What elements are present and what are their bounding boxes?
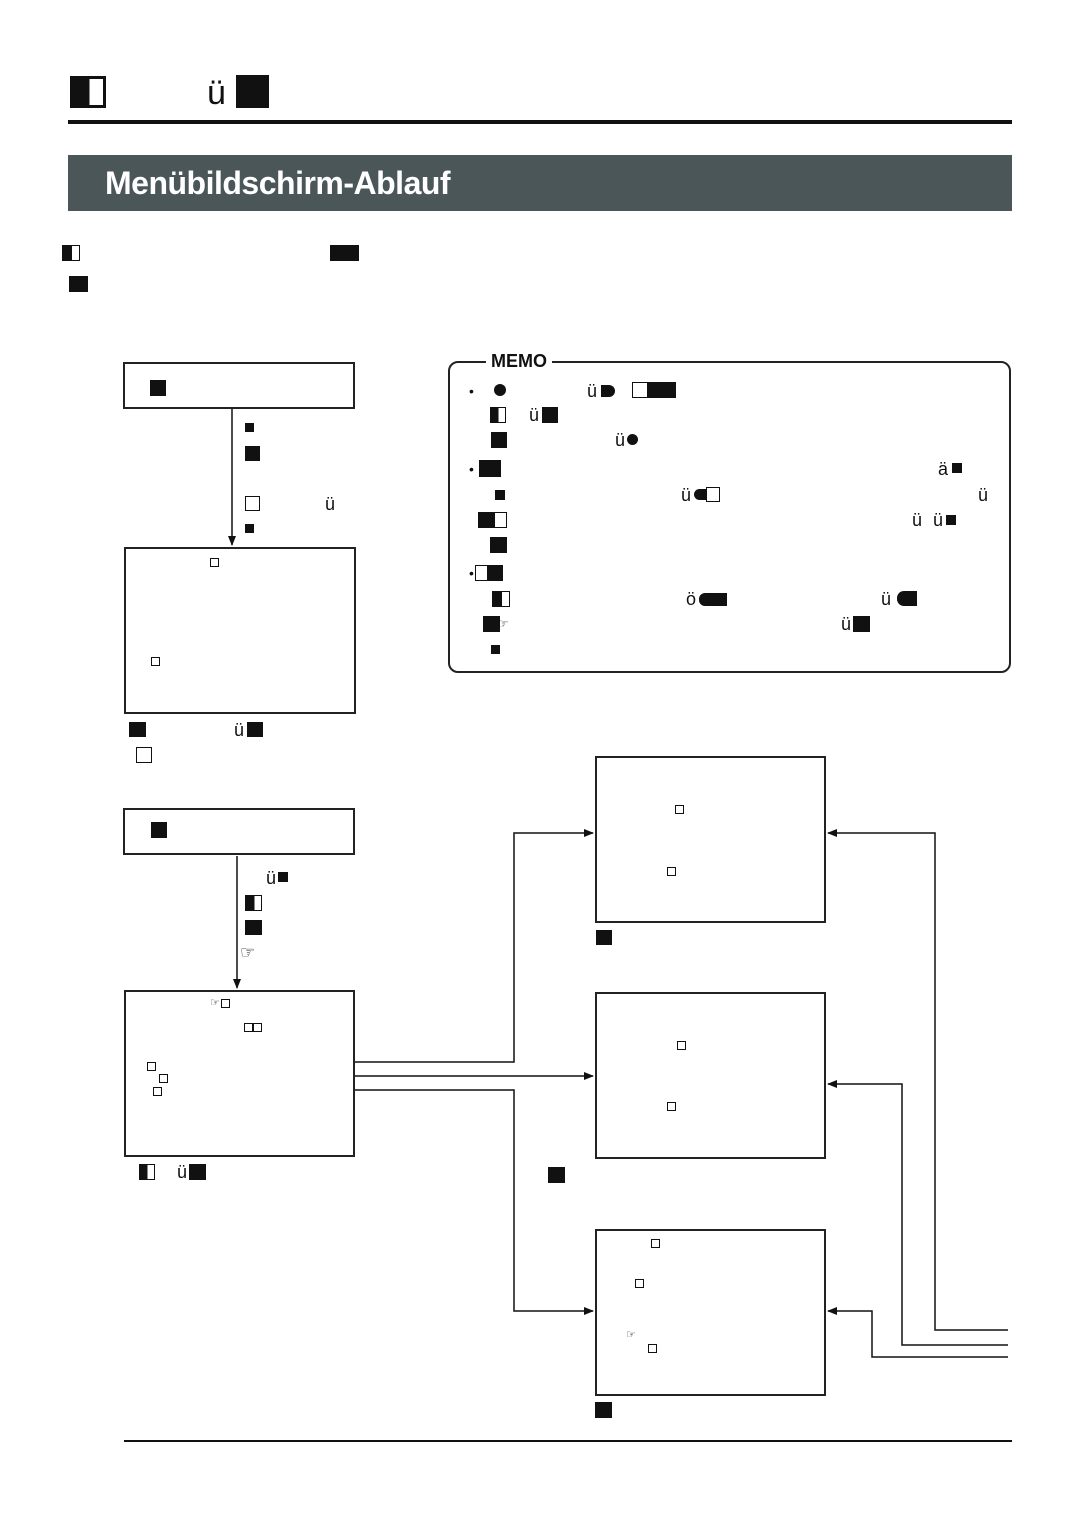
memo-glyph: ö xyxy=(686,589,697,609)
memo-mark xyxy=(648,382,676,398)
step2-note xyxy=(245,895,262,911)
step1-note xyxy=(245,524,254,533)
pointing-hand-icon: ☞ xyxy=(240,943,256,962)
caption1-glyph: ü xyxy=(234,720,245,740)
step2-note xyxy=(245,920,262,935)
step2-marker xyxy=(151,822,167,838)
memo-bullet: • xyxy=(469,565,474,581)
memo-mark xyxy=(490,537,507,553)
caption2-glyph: ü xyxy=(177,1162,188,1182)
header-title-glyph: ü xyxy=(207,74,226,112)
memo-mark xyxy=(946,515,956,525)
screen2-item xyxy=(159,1074,168,1083)
memo-mark xyxy=(706,487,720,502)
screen1-item xyxy=(151,657,160,666)
result-item xyxy=(667,867,676,876)
memo-bullet: • xyxy=(469,383,474,399)
memo-glyph: ü xyxy=(978,485,989,505)
memo-mark xyxy=(853,616,870,632)
memo-dot xyxy=(494,384,506,396)
memo-mark xyxy=(479,460,501,477)
pointing-hand-icon: ☞ xyxy=(497,616,509,631)
result-1-marker xyxy=(596,930,612,945)
memo-box xyxy=(448,361,1011,673)
memo-bullet: • xyxy=(469,461,474,477)
memo-mark xyxy=(491,645,500,654)
pointing-hand-icon: ☞ xyxy=(626,1329,636,1341)
section-title: Menübildschirm-Ablauf xyxy=(105,165,451,201)
memo-mark xyxy=(694,489,710,500)
memo-mark xyxy=(490,407,506,423)
memo-glyph: ü xyxy=(933,510,944,530)
step2-note-glyph: ü xyxy=(266,868,277,888)
step2-box xyxy=(123,808,355,855)
intro-glyph xyxy=(330,245,359,261)
step1-marker xyxy=(150,380,166,396)
memo-mark xyxy=(952,463,962,473)
memo-mark xyxy=(478,512,496,528)
memo-mark xyxy=(492,591,510,607)
step2-note xyxy=(278,872,288,882)
memo-glyph: ü xyxy=(912,510,923,530)
screen1-frame xyxy=(124,547,356,714)
step1-note xyxy=(245,496,260,511)
memo-mark xyxy=(491,432,507,448)
result-item xyxy=(677,1041,686,1050)
intro-glyph xyxy=(69,276,88,292)
memo-glyph: ü xyxy=(615,430,626,450)
memo-mark xyxy=(495,490,505,500)
result-item xyxy=(648,1344,657,1353)
result-item xyxy=(651,1239,660,1248)
result-screen-1 xyxy=(595,756,826,923)
section-icon xyxy=(70,76,106,108)
caption1-marker xyxy=(129,722,146,737)
memo-label: MEMO xyxy=(486,350,552,372)
step1-note xyxy=(245,423,254,432)
screen2-item xyxy=(147,1062,156,1071)
result-screen-3: ☞ xyxy=(595,1229,826,1396)
memo-mark xyxy=(487,565,503,581)
memo-mark xyxy=(483,616,500,632)
memo-mark xyxy=(699,593,727,606)
step1-box xyxy=(123,362,355,409)
memo-glyph: ü xyxy=(681,485,692,505)
pointing-hand-icon: ☞ xyxy=(210,997,220,1009)
memo-glyph: ü xyxy=(841,614,852,634)
intro-glyph xyxy=(62,245,80,261)
memo-mark xyxy=(601,385,615,397)
section-banner: Menübildschirm-Ablauf xyxy=(68,155,1012,211)
screen2-item xyxy=(153,1087,162,1096)
footer-rule xyxy=(124,1440,1012,1442)
memo-mark xyxy=(494,512,507,528)
header-title-block xyxy=(236,75,269,108)
caption2-marker xyxy=(189,1164,206,1180)
step1-note xyxy=(245,446,260,461)
caption1-marker xyxy=(136,747,152,763)
memo-glyph: ü xyxy=(587,381,598,401)
memo-glyph: ä xyxy=(938,459,949,479)
memo-glyph: ü xyxy=(881,589,892,609)
memo-glyph: ü xyxy=(529,405,540,425)
memo-mark xyxy=(542,407,558,423)
caption1-marker xyxy=(247,722,263,737)
result-2-marker xyxy=(548,1167,565,1183)
screen2-item xyxy=(244,1023,253,1032)
memo-mark xyxy=(897,591,917,606)
header-rule xyxy=(68,120,1012,124)
result-3-marker xyxy=(595,1402,612,1418)
screen1-item xyxy=(210,558,219,567)
screen2-item xyxy=(221,999,230,1008)
caption2-marker xyxy=(139,1164,155,1180)
screen2-item xyxy=(253,1023,262,1032)
memo-dot xyxy=(627,434,638,445)
result-screen-2 xyxy=(595,992,826,1159)
memo-mark xyxy=(632,382,648,398)
result-item xyxy=(675,805,684,814)
screen2-frame: ☞ xyxy=(124,990,355,1157)
result-item xyxy=(667,1102,676,1111)
step1-note-glyph: ü xyxy=(325,494,336,514)
result-item xyxy=(635,1279,644,1288)
